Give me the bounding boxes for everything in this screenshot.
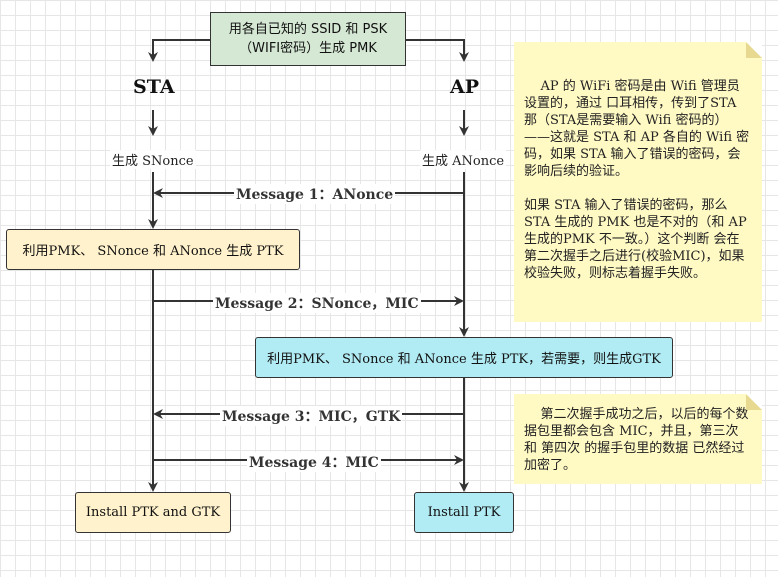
note-wifi-password: AP 的 WiFi 密码是由 Wifi 管理员设置的，通过 口耳相传，传到了ST… — [514, 42, 762, 322]
actor-sta: STA — [133, 76, 175, 98]
message-1-label: Message 1：ANonce — [234, 184, 396, 204]
pmk-box-line-2: （WIFI密码）生成 PMK — [239, 41, 377, 56]
note-2-folded-corner — [746, 394, 762, 410]
ap-install-box: Install PTK — [414, 492, 514, 533]
ap-install-text: Install PTK — [427, 505, 501, 520]
sta-ptk-text: 利用PMK、 SNonce 和 ANonce 生成 PTK — [22, 244, 284, 259]
top-to-ap-connector — [405, 39, 469, 62]
pmk-box-line-1: 用各自已知的 SSID 和 PSK — [228, 22, 388, 37]
note-encryption: 第二次握手成功之后，以后的每个数据包里都会包含 MIC，并且，第三次 和 第四次… — [514, 394, 762, 484]
sta-install-text: Install PTK and GTK — [85, 505, 221, 520]
message-3-label: Message 3：MIC，GTK — [220, 406, 403, 426]
message-4-label: Message 4：MIC — [247, 452, 381, 472]
note-1-paragraph-1: AP 的 WiFi 密码是由 Wifi 管理员设置的，通过 口耳相传，传到了ST… — [524, 79, 750, 179]
sta-ptk-box: 利用PMK、 SNonce 和 ANonce 生成 PTK — [6, 229, 300, 270]
message-2-label: Message 2：SNonce，MIC — [213, 293, 421, 313]
sta-install-box: Install PTK and GTK — [75, 492, 231, 533]
pmk-generation-box: 用各自已知的 SSID 和 PSK （WIFI密码）生成 PMK — [210, 12, 406, 66]
ap-ptk-text: 利用PMK、 SNonce 和 ANonce 生成 PTK，若需要，则生成GTK — [267, 352, 661, 367]
generate-snonce-label: 生成 SNonce — [110, 150, 196, 169]
top-to-sta-connector — [148, 39, 210, 62]
note-1-paragraph-2: 如果 STA 输入了错误的密码，那么 STA 生成的 PMK 也是不对的（和 A… — [524, 198, 751, 281]
note-2-paragraph: 第二次握手成功之后，以后的每个数据包里都会包含 MIC，并且，第三次 和 第四次… — [524, 407, 749, 473]
note-folded-corner — [746, 42, 762, 58]
ap-ptk-box: 利用PMK、 SNonce 和 ANonce 生成 PTK，若需要，则生成GTK — [255, 337, 673, 378]
actor-ap: AP — [450, 76, 480, 98]
generate-anonce-label: 生成 ANonce — [420, 150, 507, 169]
